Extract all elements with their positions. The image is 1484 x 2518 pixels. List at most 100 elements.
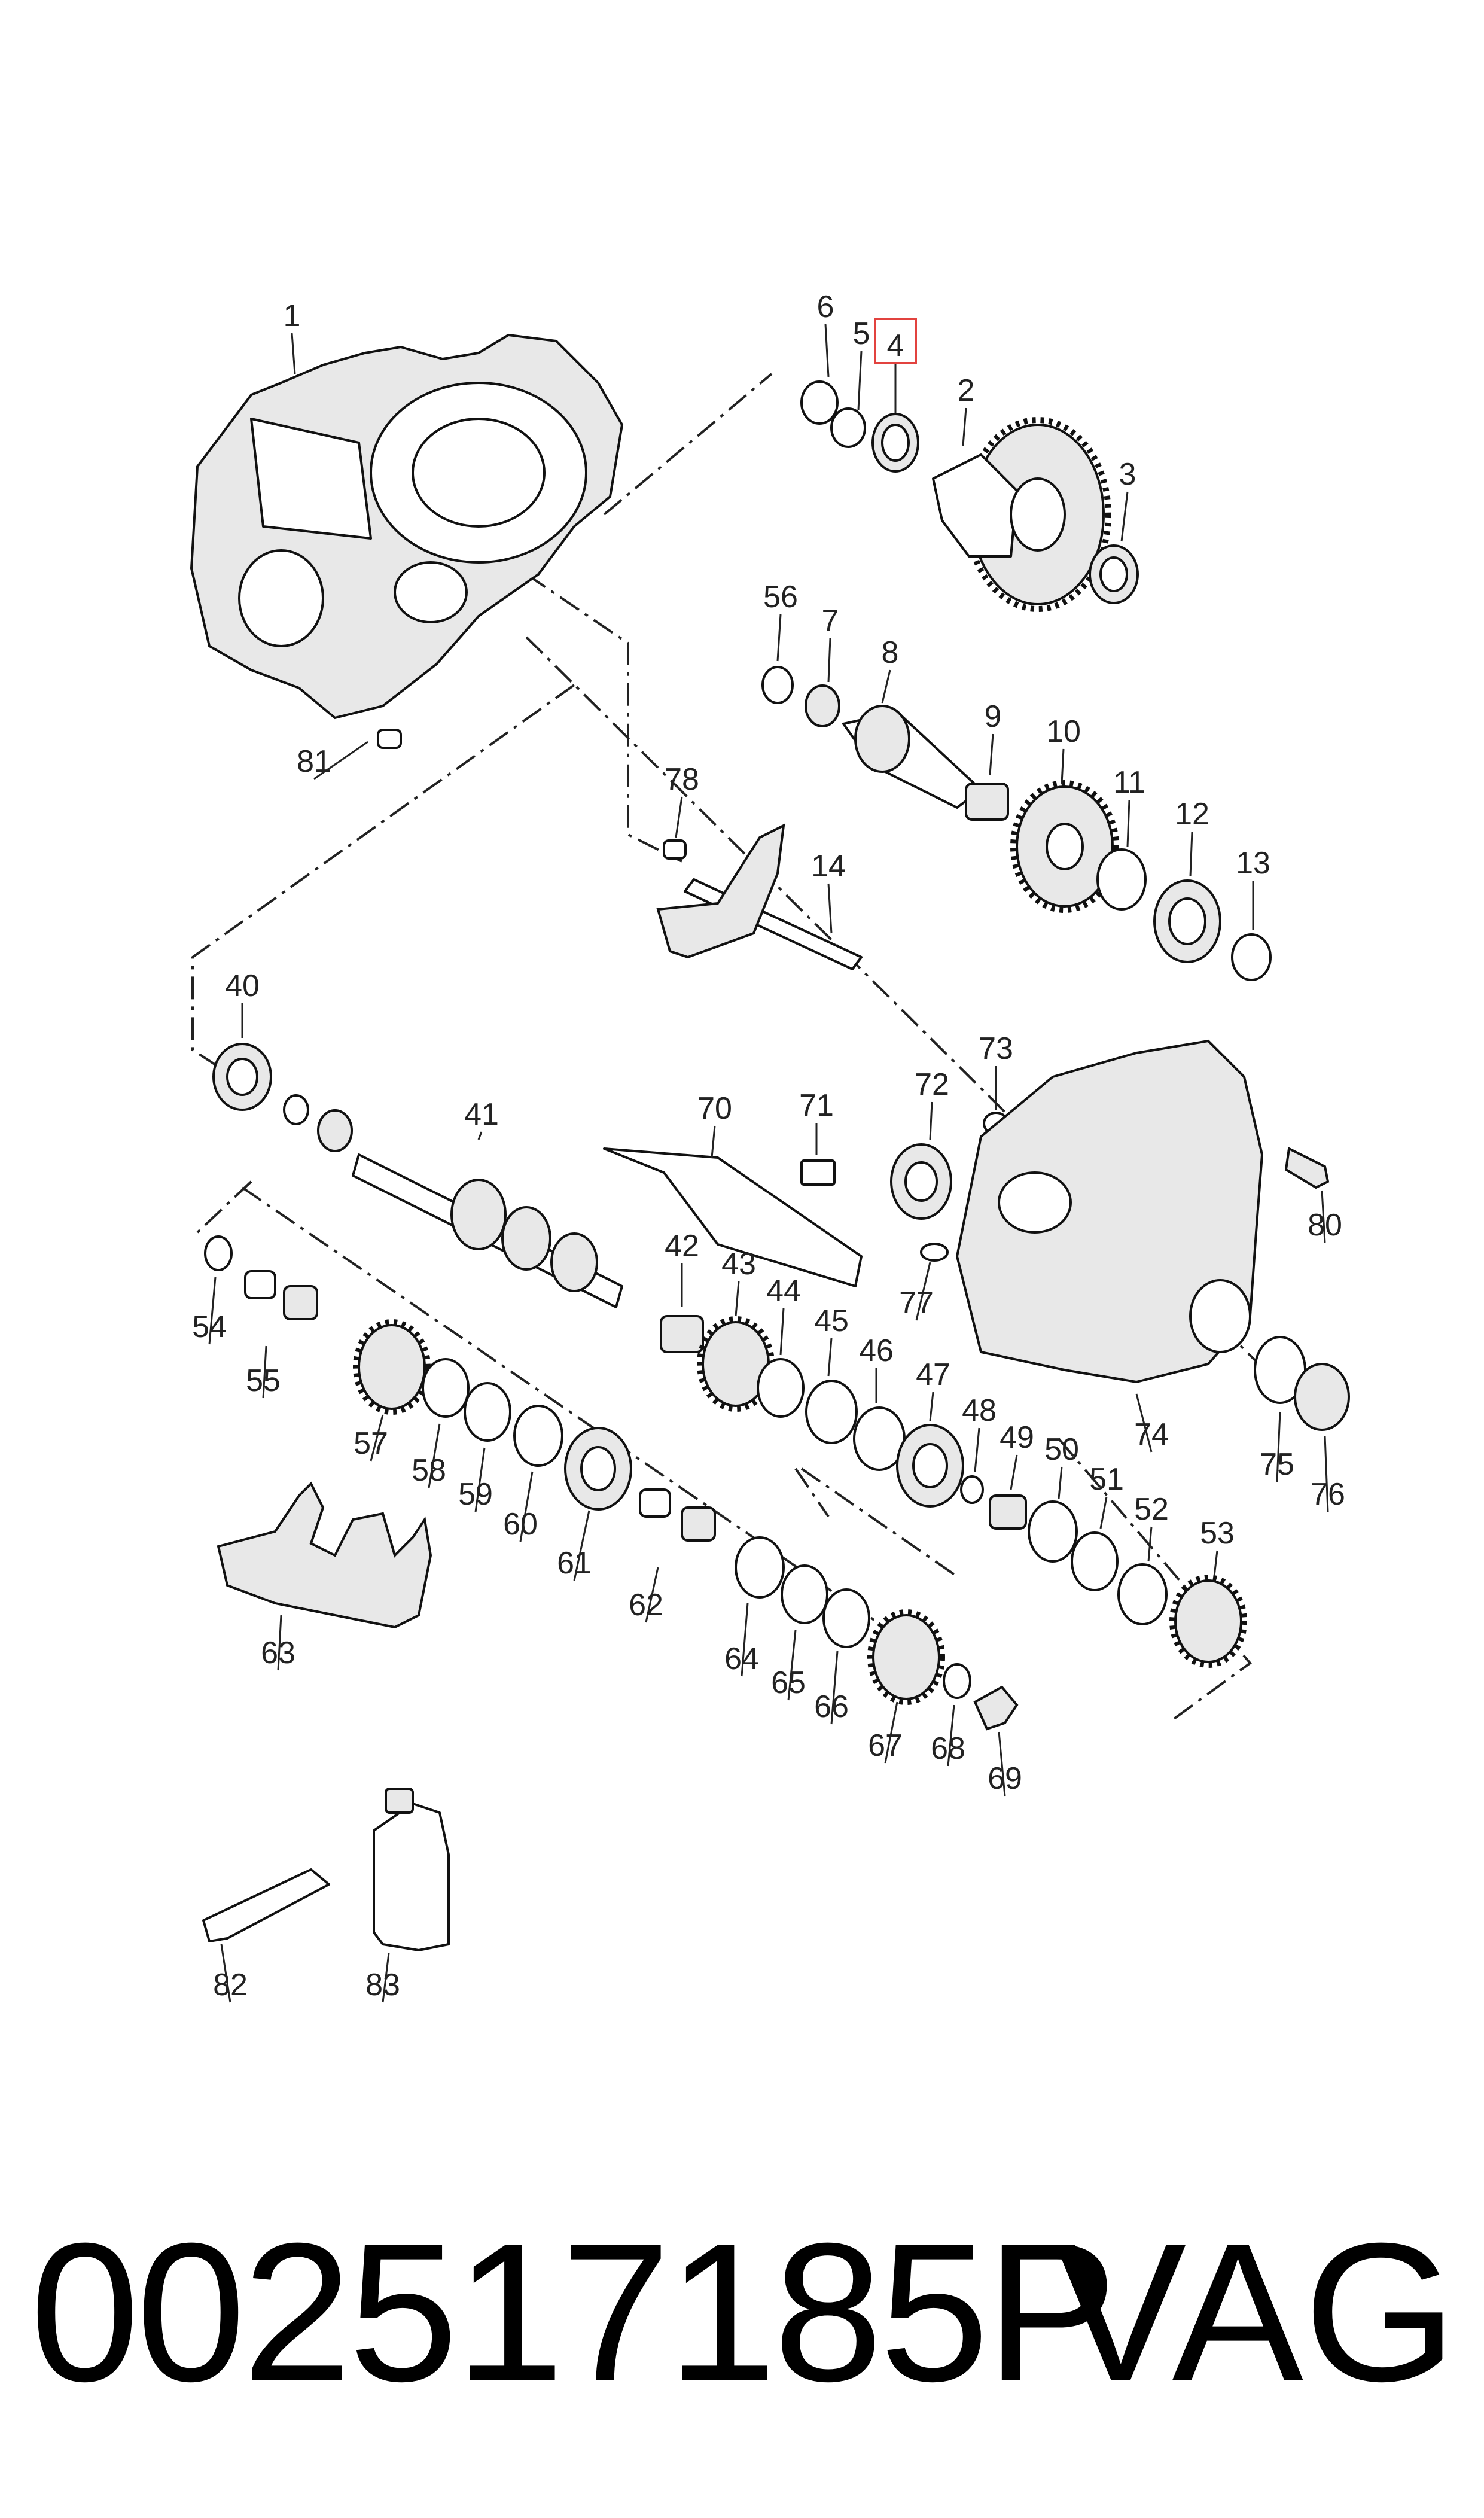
callout-12: 12 (1175, 797, 1209, 832)
leader-line-12 (1189, 831, 1193, 877)
bushing-81 (377, 729, 402, 749)
needle-bearing-42 (660, 1315, 704, 1353)
leader-line-74 (1135, 1393, 1153, 1453)
shift-rod-14 (656, 823, 863, 970)
callout-75: 75 (1260, 1447, 1294, 1482)
leader-line-57 (370, 1414, 384, 1462)
callout-57: 57 (354, 1426, 388, 1461)
bearing-4 (871, 413, 919, 473)
callout-42: 42 (665, 1229, 699, 1263)
leader-line-77 (915, 1262, 931, 1321)
callout-65: 65 (771, 1666, 806, 1700)
callout-3: 3 (1119, 457, 1136, 492)
callout-76: 76 (1311, 1477, 1345, 1512)
callout-49: 49 (1000, 1420, 1034, 1455)
ring-65 (781, 1564, 828, 1624)
callout-9: 9 (985, 699, 1002, 734)
leader-line-78 (675, 796, 683, 838)
leader-line-3 (1120, 491, 1129, 542)
pinion-shaft-8 (842, 705, 982, 809)
washer-68 (943, 1663, 971, 1699)
callout-6: 6 (817, 290, 834, 324)
callout-77: 77 (899, 1286, 934, 1320)
callout-61: 61 (557, 1546, 592, 1581)
callout-44: 44 (766, 1274, 801, 1308)
circlip-6 (800, 380, 839, 425)
leader-line-82 (220, 1944, 231, 2003)
callout-52: 52 (1134, 1492, 1169, 1527)
ring-51 (1071, 1531, 1119, 1591)
shim-5 (830, 407, 866, 448)
leader-line-10 (1061, 748, 1065, 784)
leader-line-69 (998, 1731, 1006, 1797)
leader-line-1 (291, 333, 296, 374)
bushing-55 (244, 1270, 276, 1299)
callout-47: 47 (916, 1357, 950, 1392)
synchro-ring-11 (1096, 848, 1147, 911)
assembly-line-8 (800, 1467, 958, 1578)
callout-59: 59 (458, 1477, 493, 1512)
leader-line-68 (947, 1704, 955, 1767)
callout-63: 63 (261, 1636, 295, 1670)
callout-14: 14 (811, 849, 846, 884)
callout-62: 62 (629, 1588, 663, 1622)
leader-line-65 (787, 1630, 797, 1701)
leader-line-83 (382, 1953, 390, 2003)
callout-78: 78 (665, 762, 699, 797)
leader-line-14 (827, 883, 833, 934)
synchro-ring-52 (1117, 1563, 1168, 1625)
leader-line-11 (1126, 799, 1130, 847)
bearing-40 (212, 1043, 272, 1111)
leader-line-61 (573, 1510, 590, 1581)
leader-line-56 (776, 614, 782, 662)
leader-line-52 (1147, 1526, 1153, 1562)
brand-label: VAG (1055, 2202, 1457, 2422)
callout-70: 70 (697, 1091, 732, 1126)
shift-fork-assembly-63 (217, 1481, 432, 1629)
gear-10 (1010, 780, 1119, 913)
input-shaft-41 (283, 1094, 623, 1308)
callout-46: 46 (859, 1333, 894, 1368)
callout-2: 2 (958, 373, 975, 408)
highlight-box-4 (874, 318, 917, 364)
assembly-line-2 (525, 573, 682, 863)
leader-line-41 (477, 1131, 483, 1140)
callout-60: 60 (503, 1507, 538, 1542)
ring-59 (464, 1382, 511, 1442)
needle-bearing-62 (681, 1506, 716, 1542)
callout-66: 66 (814, 1689, 849, 1724)
gear-57 (353, 1319, 431, 1415)
needle-bearing-55 (283, 1285, 318, 1320)
callout-45: 45 (814, 1304, 849, 1338)
callout-69: 69 (988, 1761, 1022, 1796)
oil-bottle-83 (373, 1788, 450, 1951)
leader-line-43 (735, 1281, 740, 1317)
leader-line-66 (830, 1651, 839, 1725)
callout-71: 71 (799, 1088, 834, 1123)
bolt-80 (1284, 1146, 1330, 1189)
synchro-ring-60 (513, 1405, 563, 1467)
callout-54: 54 (192, 1310, 227, 1344)
circlip-48 (960, 1475, 984, 1504)
synchro-ring-44 (757, 1358, 805, 1418)
callout-4: 4 (887, 328, 904, 363)
leader-line-59 (474, 1447, 486, 1512)
gearbox-housing-right (955, 1039, 1264, 1384)
leader-line-76 (1324, 1435, 1329, 1512)
leader-line-53 (1213, 1550, 1218, 1577)
leader-line-8 (881, 669, 891, 704)
bearing-7 (805, 684, 840, 727)
sealant-tube-82 (202, 1868, 330, 1942)
leader-line-60 (519, 1471, 534, 1542)
synchro-ring-66 (822, 1588, 870, 1648)
callout-10: 10 (1046, 714, 1081, 749)
leader-line-6 (824, 324, 830, 377)
needle-bearing-49 (989, 1494, 1027, 1530)
leader-line-9 (989, 733, 994, 775)
callout-68: 68 (931, 1731, 965, 1766)
assembly-line-6 (1058, 1438, 1252, 1721)
assembly-line-1 (603, 373, 773, 516)
bushing-78 (663, 839, 687, 860)
leader-line-70 (711, 1125, 716, 1158)
leader-line-64 (741, 1603, 749, 1677)
